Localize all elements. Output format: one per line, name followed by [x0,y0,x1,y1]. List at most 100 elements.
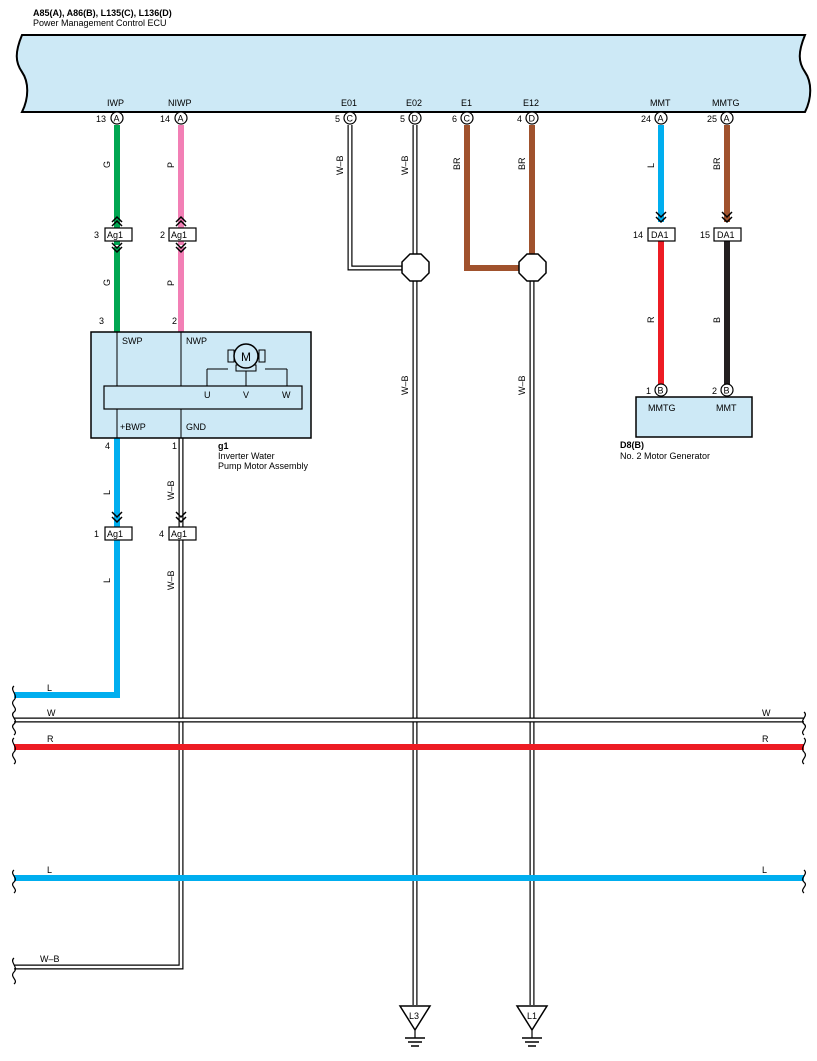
ecu-terminal-e01-pin: 5 [335,114,340,124]
wire-label-niwp-top: P [166,162,176,168]
wire-label-gnd-top: W–B [166,480,176,500]
pump-terminal-bwp: +BWP [120,422,146,432]
pump-phase-u: U [204,390,211,400]
ecu-terminal-iwp-conn: A [114,114,120,124]
wire-label-iwp-top: G [102,161,112,168]
wire-label-e02-top: W–B [400,155,410,175]
connector-ag1-pin3: Ag1 3 [94,215,133,254]
ecu-terminal-e12-pin: 4 [517,114,522,124]
pump-pin-bwp: 4 [105,441,110,451]
pump-pin-gnd: 1 [172,441,177,451]
bus-label-w-right: W [762,708,771,718]
wire-label-e01: W–B [335,155,345,175]
ecu-terminal-niwp-name: NIWP [168,98,192,108]
connector-ag1-pin3-pin: 3 [94,230,99,240]
ground-l3: L3 [398,1005,432,1047]
ecu-terminal-mmtg-conn: A [724,114,730,124]
wire-label-gnd-bottom: W–B [166,570,176,590]
connector-ag1-pin1-pin: 1 [94,529,99,539]
bus-label-l-upper: L [47,683,52,693]
ecu-terminal-e02-conn: D [412,114,419,124]
connector-da1-pin14-pin: 14 [633,230,643,240]
motor-generator: B 1 B 2 MMTG MMT [635,383,753,438]
ecu-terminal-e1-conn: C [464,114,471,124]
connector-ag1-pin2: Ag1 2 [160,215,197,254]
connector-da1-pin15: DA1 15 [700,211,742,242]
generator-terminal-mmtg-pin: 1 [646,386,651,396]
generator-terminal-mmtg: MMTG [648,403,676,413]
wire-label-e02-bottom: W–B [400,375,410,395]
connector-da1-pin15-name: DA1 [717,230,735,240]
generator-name: No. 2 Motor Generator [620,451,710,461]
connector-ag1-pin4: Ag1 4 [159,511,197,541]
ecu-box [15,34,812,113]
bus-label-wb: W–B [40,954,60,964]
generator-terminal-mmtg-conn: B [658,386,664,396]
wire-label-bwp-bottom: L [102,578,112,583]
connector-ag1-pin2-name: Ag1 [171,230,187,240]
motor-label: M [241,350,251,364]
pump-terminal-gnd: GND [186,422,207,432]
ecu-terminal-e1-name: E1 [461,98,472,108]
ecu-terminal-niwp-conn: A [178,114,184,124]
bus-label-l-lower-right: L [762,865,767,875]
bus-label-l-lower-left: L [47,865,52,875]
connector-da1-pin14: DA1 14 [633,211,676,242]
wire-label-e12-top: BR [517,157,527,170]
ecu-terminal-mmt-pin: 24 [641,114,651,124]
ecu-terminal-iwp-pin: 13 [96,114,106,124]
motor-icon [233,343,259,369]
splice-e01-e02 [401,253,430,282]
pump-terminal-nwp: NWP [186,336,207,346]
ecu-terminal-niwp-pin: 14 [160,114,170,124]
ecu-terminal-e01-conn: C [347,114,354,124]
generator-terminal-mmt-conn: B [724,386,730,396]
wire-color-labels: G G P P W–B W–B W–B BR BR W–B L R BR B L… [102,155,722,590]
ecu-terminal-e1-pin: 6 [452,114,457,124]
pump-phase-w: W [282,390,291,400]
ecu-terminal-e12-conn: D [529,114,536,124]
connector-ag1-pin1-name: Ag1 [107,529,123,539]
bus-break-marks [11,685,807,985]
pump-assembly: M [90,331,312,439]
connector-ag1-pin2-pin: 2 [160,230,165,240]
ecu-terminal-mmtg-name: MMTG [712,98,740,108]
ecu-terminal-e12-name: E12 [523,98,539,108]
connector-ag1-pin4-pin: 4 [159,529,164,539]
pump-name-line1: Inverter Water [218,451,275,461]
wire-label-bwp-top: L [102,490,112,495]
ground-l1: L1 [515,1005,549,1047]
connector-ag1-pin4-name: Ag1 [171,529,187,539]
wire-label-mmt-bottom: R [646,316,656,323]
pump-code: g1 [218,441,229,451]
wire-label-niwp-bottom: P [166,280,176,286]
ecu-terminal-mmt-name: MMT [650,98,671,108]
wire-label-mmt-top: L [646,163,656,168]
bus-label-w-left: W [47,708,56,718]
wire-e01 [347,125,405,271]
ecu-terminal-mmt-conn: A [658,114,664,124]
ecu-name: Power Management Control ECU [33,18,167,28]
pump-name-line2: Pump Motor Assembly [218,461,309,471]
wire-label-e12-bottom: W–B [517,375,527,395]
ground-l3-label: L3 [409,1011,419,1021]
bus-label-r-left: R [47,734,54,744]
connector-ag1-pin3-name: Ag1 [107,230,123,240]
bus-label-r-right: R [762,734,769,744]
connector-da1-pin15-pin: 15 [700,230,710,240]
wire-label-iwp-bottom: G [102,279,112,286]
ecu-terminal-iwp-name: IWP [107,98,124,108]
wire-gnd [14,438,184,970]
connector-ag1-pin1: Ag1 1 [94,511,133,541]
generator-code: D8(B) [620,440,644,450]
pump-phase-v: V [243,390,249,400]
wire-label-mmtg-bottom: B [712,317,722,323]
ecu-terminal-mmtg-pin: 25 [707,114,717,124]
ecu-header: A85(A), A86(B), L135(C), L136(D) [33,8,172,18]
wire-bwp [14,438,120,698]
pump-terminal-swp: SWP [122,336,143,346]
connector-da1-pin14-name: DA1 [651,230,669,240]
wire-label-mmtg-top: BR [712,157,722,170]
pump-pin-swp: 3 [99,316,104,326]
